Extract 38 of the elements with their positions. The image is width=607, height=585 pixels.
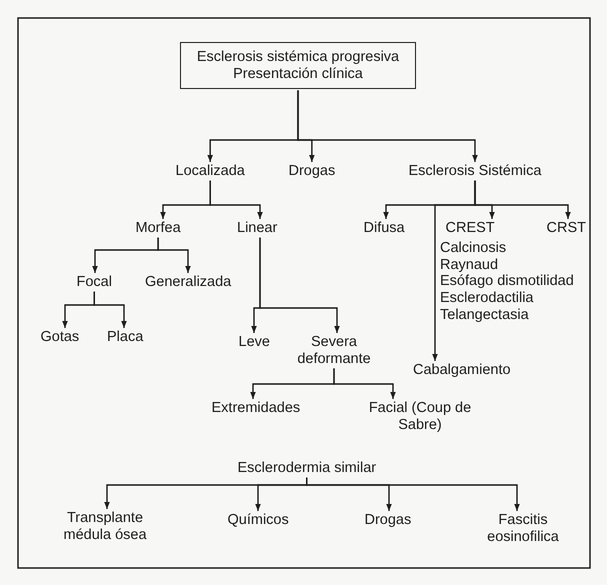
- arrow: [157, 238, 191, 273]
- category-label: Severa deformante: [296, 334, 372, 368]
- title-text: Presentación clínica: [233, 66, 363, 82]
- title-box: [180, 42, 416, 90]
- symptom-text: Calcinosis: [440, 240, 508, 257]
- category-label: Drogas: [364, 512, 412, 529]
- category-label: Esclerosis Sistémica: [408, 163, 542, 180]
- category-label: Linear: [237, 220, 278, 237]
- category-label: Cabalgamiento: [413, 362, 511, 379]
- category-label: Transplante médula ósea: [62, 510, 148, 544]
- arrow: [474, 180, 571, 219]
- arrow: [259, 238, 340, 333]
- category-label: Drogas: [288, 163, 336, 180]
- category-label: Químicos: [228, 512, 289, 529]
- arrow: [333, 368, 396, 399]
- category-label: Extremidades: [212, 400, 300, 417]
- category-label: CRST: [546, 220, 586, 237]
- category-label: Difusa: [364, 220, 405, 237]
- category-label: Facial (Coup de Sabre): [368, 400, 472, 434]
- category-label: Fascitis eosinofilica: [486, 512, 560, 546]
- symptom-text: Telangectasia: [440, 306, 530, 324]
- arrow: [94, 292, 127, 328]
- category-label: CREST: [446, 220, 495, 237]
- arrow: [209, 180, 263, 219]
- category-label: Placa: [107, 329, 144, 346]
- category-label: Leve: [238, 334, 270, 351]
- category-label: Esclerodermia similar: [238, 460, 376, 477]
- symptom-text: Esófago dismotilidad: [440, 273, 575, 290]
- symptom-text: Esclerodactilia: [440, 290, 534, 307]
- category-label: Gotas: [40, 329, 80, 346]
- category-label: Morfea: [136, 220, 181, 237]
- title-text: Esclerosis sistémica progresiva: [196, 49, 400, 66]
- symptom-text: Raynaud: [440, 256, 500, 274]
- category-label: Generalizada: [145, 274, 232, 291]
- category-label: Localizada: [176, 163, 245, 180]
- arrow: [297, 90, 478, 162]
- arrow: [306, 478, 520, 511]
- category-label: Focal: [76, 274, 112, 291]
